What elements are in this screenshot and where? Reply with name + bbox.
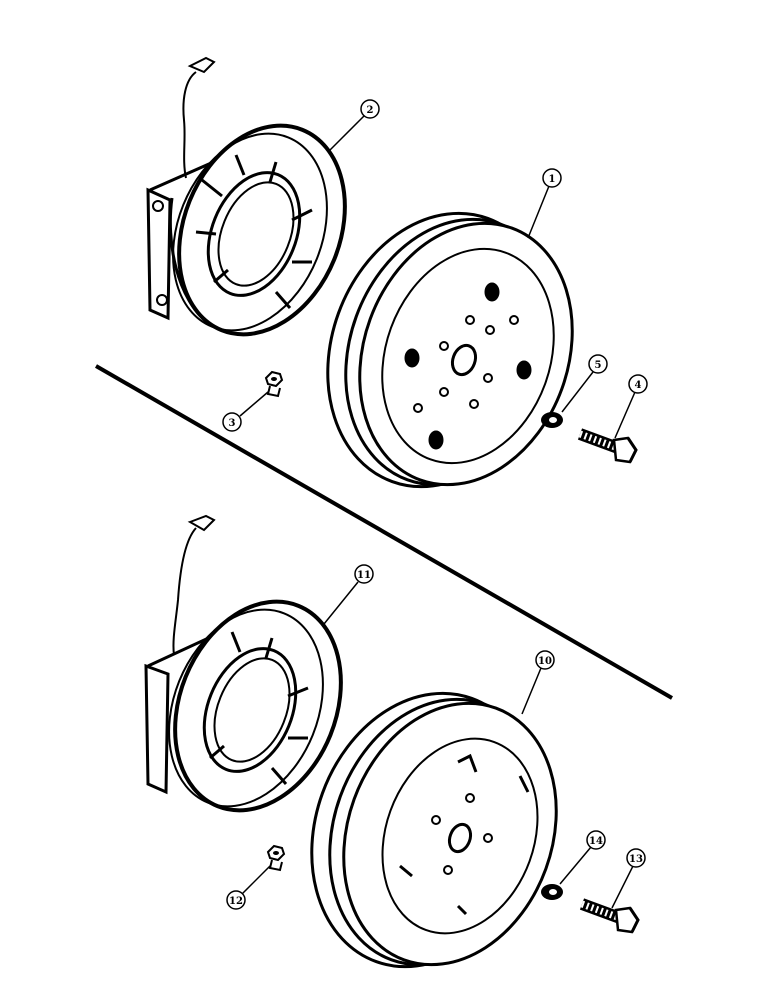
- washer-14: [541, 884, 563, 900]
- callout-3: 3: [222, 412, 242, 432]
- callout-12: 12: [226, 890, 246, 910]
- callout-13: 13: [626, 848, 646, 868]
- callout-14: 14: [586, 830, 606, 850]
- callout-5: 5: [588, 354, 608, 374]
- svg-text:10: 10: [538, 656, 552, 667]
- callout-2: 2: [360, 99, 380, 119]
- svg-text:1: 1: [549, 174, 556, 185]
- pulley-lower: [310, 691, 558, 969]
- bolt-4: [580, 434, 636, 462]
- svg-text:14: 14: [589, 836, 603, 847]
- screw-3: [265, 371, 283, 397]
- pulley-upper: [326, 211, 574, 489]
- field-coil-lower: [144, 514, 343, 813]
- callout-4: 4: [628, 374, 648, 394]
- field-coil-upper: [146, 56, 347, 337]
- svg-text:12: 12: [229, 896, 243, 907]
- callout-10: 10: [535, 650, 555, 670]
- svg-text:3: 3: [229, 418, 236, 429]
- callout-11: 11: [354, 564, 374, 584]
- svg-text:2: 2: [367, 105, 374, 116]
- leader-lines: [239, 115, 636, 909]
- svg-text:4: 4: [635, 380, 642, 391]
- svg-text:5: 5: [595, 360, 602, 371]
- svg-text:11: 11: [357, 570, 371, 581]
- svg-text:13: 13: [629, 854, 643, 865]
- callout-1: 1: [542, 168, 562, 188]
- washer-5: [541, 412, 563, 428]
- divider-line: [95, 364, 673, 700]
- bolt-13: [582, 904, 638, 932]
